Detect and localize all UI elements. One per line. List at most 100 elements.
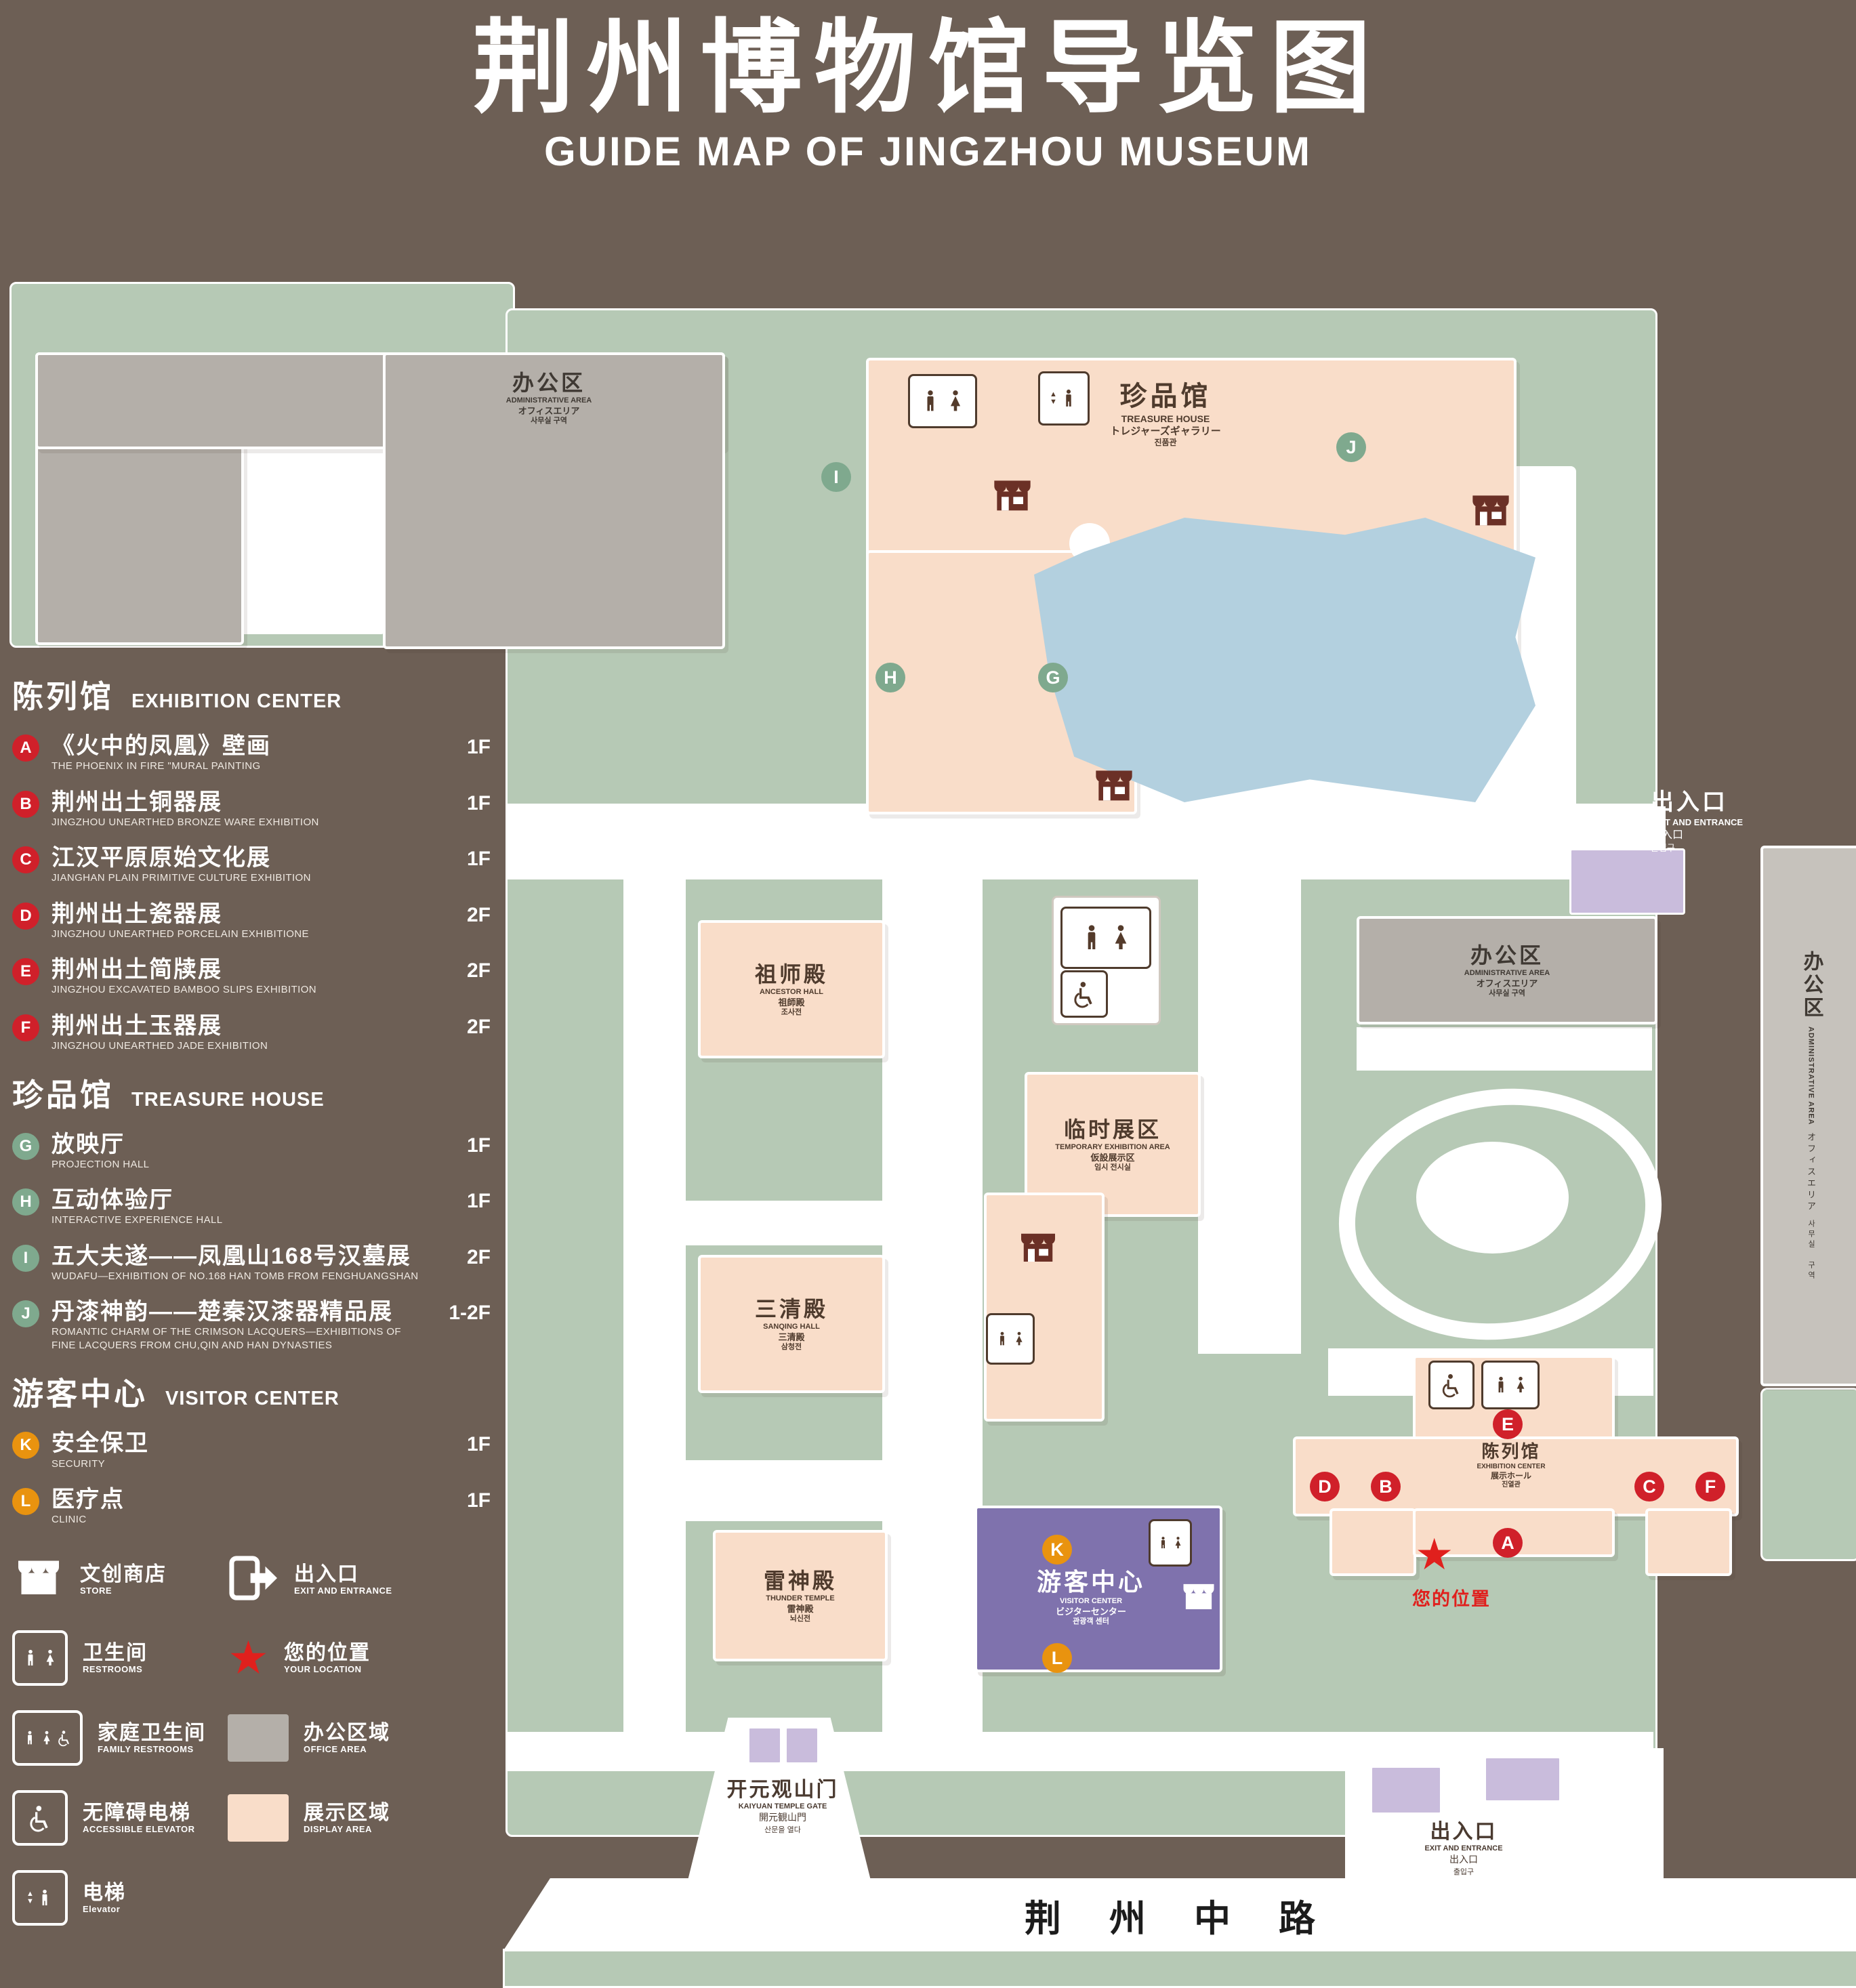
badge-D: D: [12, 902, 39, 930]
garden-center-lawn: [1416, 1142, 1569, 1254]
sanqing-hall: 三清殿 SANQING HALL 三清殿 삼청전: [698, 1255, 885, 1393]
legend-item-C-text: 江汉平原原始文化展 JIANGHAN PLAIN PRIMITIVE CULTU…: [51, 845, 311, 885]
map-marker-D: D: [1310, 1472, 1340, 1502]
store-icon-treasure-1: [991, 474, 1034, 521]
item-B-en: JINGZHOU UNEARTHED BRONZE WARE EXHIBITIO…: [51, 816, 319, 828]
item-G-zh: 放映厅: [51, 1131, 125, 1157]
item-H-en: INTERACTIVE EXPERIENCE HALL: [51, 1214, 223, 1226]
legend-elevator-en: Elevator: [83, 1903, 121, 1914]
item-D-zh: 荆州出土瓷器展: [51, 900, 222, 927]
legend-item-D-text: 荆州出土瓷器展 JINGZHOU UNEARTHED PORCELAIN EXH…: [51, 901, 309, 941]
admin-strip-ja: オフィスエリア: [1806, 1132, 1816, 1213]
ancestor-ja: 祖師殿: [778, 997, 805, 1008]
item-B-floor: 1F: [466, 791, 491, 814]
sanqing-ko: 삼청전: [781, 1343, 802, 1352]
admin-right-label: 办公区 ADMINISTRATIVE AREA オフィスエリア 사무실 구역: [1464, 942, 1550, 999]
map-marker-L: L: [1042, 1643, 1072, 1673]
thunder-en: THUNDER TEMPLE: [766, 1594, 835, 1603]
exit-bottom-zh: 出入口: [1430, 1821, 1498, 1843]
temporary-ko: 임시 전시실: [1094, 1163, 1131, 1172]
legend-location-zh: 您的位置: [283, 1641, 371, 1664]
legend-accessible-zh: 无障碍电梯: [83, 1801, 191, 1824]
admin-strip-en: ADMINISTRATIVE AREA: [1807, 1027, 1815, 1125]
treasure-house-label: 珍品馆 TREASURE HOUSE トレジャーズギャラリー 진품관: [1054, 379, 1277, 448]
exit-top-ja: 出入口: [1651, 829, 1684, 842]
corridor-mid-vertical: [882, 879, 983, 1760]
legend-accessible-en: ACCESSIBLE ELEVATOR: [83, 1823, 195, 1834]
badge-E: E: [12, 958, 39, 986]
badge-I: I: [12, 1244, 39, 1272]
item-B-zh: 荆州出土铜器展: [51, 789, 222, 815]
admin-strip-ko: 사무실 구역: [1807, 1219, 1815, 1281]
ancestor-zh: 祖师殿: [754, 962, 828, 987]
restroom-icon-central: [1060, 907, 1151, 969]
gate-ko: 산문을 열다: [764, 1826, 801, 1834]
admin-topleft-label: 办公区 ADMINISTRATIVE AREA オフィスエリア 사무실 구역: [434, 369, 664, 426]
legend-store: 文创商店 STORE: [12, 1554, 228, 1606]
map-marker-F: F: [1695, 1472, 1725, 1502]
admin-building-east-wing: [383, 352, 725, 649]
badge-A: A: [12, 734, 39, 762]
legend-item-B-text: 荆州出土铜器展 JINGZHOU UNEARTHED BRONZE WARE E…: [51, 789, 319, 829]
legend-family-zh: 家庭卫生间: [98, 1721, 206, 1744]
section-exhibition-zh: 陈列馆: [12, 679, 114, 714]
down-arrow-icon: ▼: [1050, 398, 1057, 406]
legend-exit-zh: 出入口: [294, 1563, 359, 1586]
item-A-floor: 1F: [466, 736, 491, 758]
exit-bottom-building-right: [1484, 1756, 1561, 1802]
legend-store-zh: 文创商店: [80, 1563, 167, 1586]
item-J-floor: 1-2F: [449, 1302, 491, 1325]
store-icon-treasure-3: [1092, 764, 1136, 811]
item-F-en: JINGZHOU UNEARTHED JADE EXHIBITION: [51, 1040, 268, 1052]
item-F-floor: 2F: [466, 1015, 491, 1038]
admin-topleft-ja: オフィスエリア: [518, 405, 580, 416]
legend-exit-en: EXIT AND ENTRANCE: [294, 1586, 392, 1596]
exhibition-center-southeast: [1645, 1508, 1732, 1576]
exit-bottom-en: EXIT AND ENTRANCE: [1424, 1844, 1503, 1852]
legend-elevator-text: 电梯 Elevator: [83, 1882, 126, 1914]
sanqing-zh: 三清殿: [754, 1297, 828, 1322]
legend-item-G: G 放映厅 PROJECTION HALL 1F: [12, 1132, 491, 1172]
exit-bottom-label: 出入口 EXIT AND ENTRANCE 出入口 출입구: [1396, 1815, 1531, 1877]
legend-office-area: 办公区域 OFFICE AREA: [228, 1714, 491, 1762]
legend-item-E-text: 荆州出土简牍展 JINGZHOU EXCAVATED BAMBOO SLIPS …: [51, 957, 316, 997]
thunder-zh: 雷神殿: [763, 1569, 837, 1594]
legend-item-J: J 丹漆神韵——楚秦汉漆器精品展 ROMANTIC CHARM OF THE C…: [12, 1299, 491, 1352]
page-title: 荆州博物馆导览图: [472, 11, 1384, 125]
admin-strip-right: 办公区 ADMINISTRATIVE AREA オフィスエリア 사무실 구역: [1760, 846, 1856, 1386]
badge-G: G: [12, 1132, 39, 1160]
legend-display-en: DISPLAY AREA: [304, 1823, 372, 1834]
map-marker-C: C: [1634, 1472, 1664, 1502]
legend-office-text: 办公区域 OFFICE AREA: [304, 1722, 390, 1754]
badge-K: K: [12, 1432, 39, 1459]
legend-sidebar: 陈列馆 EXHIBITION CENTER A 《火中的凤凰》壁画 THE PH…: [12, 672, 491, 1926]
corridor-admin-right-south: [1357, 1027, 1652, 1071]
gate-en: KAIYUAN TEMPLE GATE: [738, 1802, 827, 1810]
corridor-left-vertical: [623, 879, 686, 1767]
legend-exit-text: 出入口 EXIT AND ENTRANCE: [294, 1563, 392, 1596]
sanqing-ja: 三清殿: [778, 1331, 805, 1342]
accessible-restroom-icon-central: [1060, 970, 1108, 1018]
map-marker-I: I: [821, 462, 851, 492]
exit-top-en: EXIT AND ENTRANCE: [1651, 817, 1744, 828]
section-visitor-zh: 游客中心: [12, 1376, 148, 1412]
ancestor-ko: 조사전: [781, 1008, 802, 1017]
elevator-arrows: ▲▼: [1050, 391, 1057, 406]
legend-item-B: B 荆州出土铜器展 JINGZHOU UNEARTHED BRONZE WARE…: [12, 789, 491, 829]
legend-section-treasure: 珍品馆 TREASURE HOUSE: [12, 1071, 491, 1115]
legend-restroom-zh: 卫生间: [83, 1641, 148, 1664]
legend-item-H: H 互动体验厅 INTERACTIVE EXPERIENCE HALL 1F: [12, 1187, 491, 1227]
admin-right-en: ADMINISTRATIVE AREA: [1464, 969, 1550, 978]
temporary-zh: 临时展区: [1063, 1117, 1161, 1142]
accessible-elevator-icon: [12, 1789, 68, 1846]
item-E-zh: 荆州出土简牍展: [51, 957, 222, 983]
item-F-zh: 荆州出土玉器展: [51, 1012, 222, 1039]
item-I-en: WUDAFU—EXHIBITION OF NO.168 HAN TOMB FRO…: [51, 1270, 419, 1282]
legend-item-A-text: 《火中的凤凰》壁画 THE PHOENIX IN FIRE "MURAL PAI…: [51, 733, 271, 773]
corridor-halls-gap2: [681, 1460, 884, 1521]
map-marker-H: H: [875, 663, 905, 692]
item-G-en: PROJECTION HALL: [51, 1158, 150, 1170]
map-marker-B: B: [1371, 1472, 1401, 1502]
corridor-halls-gap1: [681, 1201, 884, 1245]
visitor-zh: 游客中心: [1036, 1568, 1145, 1596]
